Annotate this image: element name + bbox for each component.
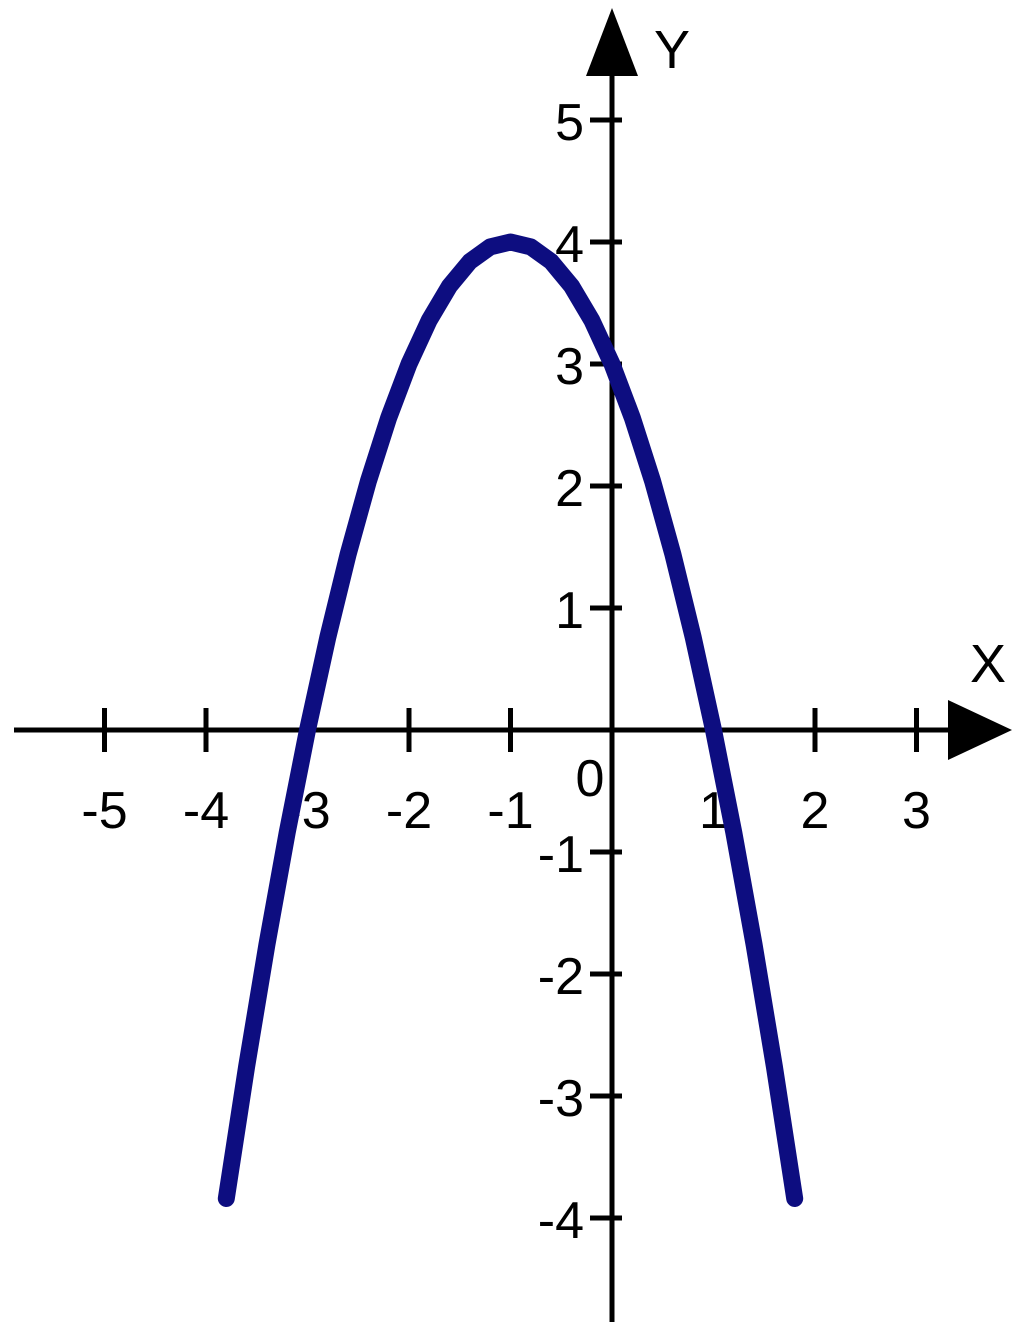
x-axis-arrow-icon [948,700,1012,760]
x-tick-label: 2 [801,782,830,840]
origin-label: 0 [576,750,605,808]
x-tick-label: 3 [902,782,931,840]
x-axis-label: X [970,634,1006,694]
y-tick-label: 3 [555,338,584,396]
y-axis-label: Y [654,20,690,80]
x-tick-label: -5 [81,782,127,840]
y-axis-arrow-icon [586,8,638,76]
ticks [102,117,919,1221]
y-tick-label: -1 [538,826,584,884]
y-tick-label: -3 [538,1070,584,1128]
y-tick-label: 2 [555,460,584,518]
curve-layer [217,233,804,1207]
axes [14,8,1012,1322]
y-tick-label: -2 [538,948,584,1006]
y-tick-label: 1 [555,582,584,640]
parabola-series-line [217,233,804,1207]
x-tick-label: -2 [386,782,432,840]
x-tick-label: -1 [487,782,533,840]
y-tick-label: -4 [538,1192,584,1250]
x-tick-label: -4 [183,782,229,840]
y-tick-label: 5 [555,94,584,152]
